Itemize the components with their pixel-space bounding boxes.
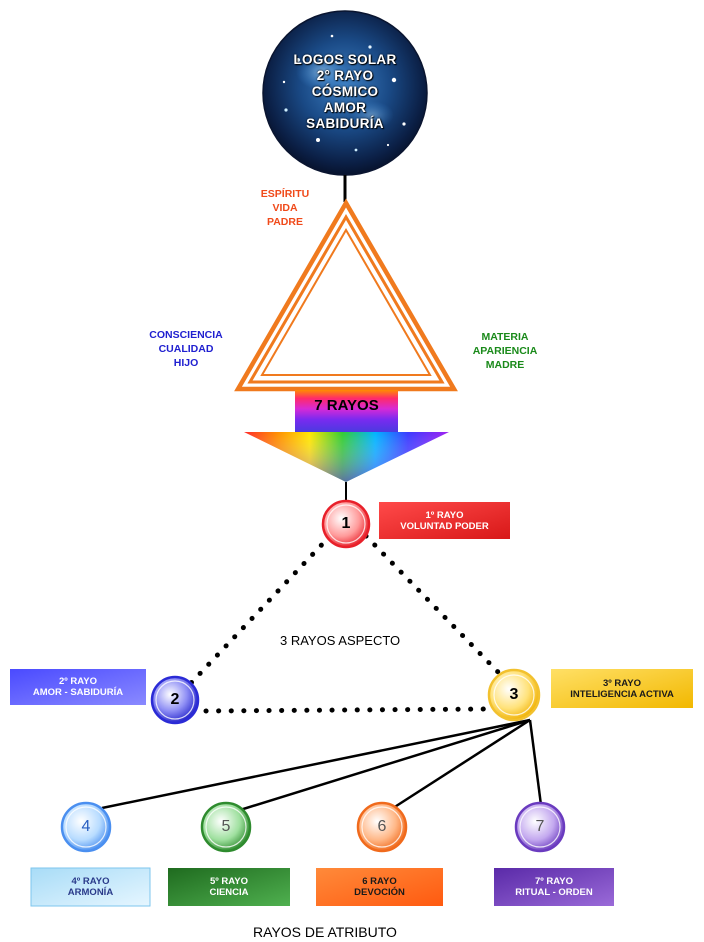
ray-circle-7 — [514, 801, 566, 853]
ray-circle-2 — [150, 675, 200, 725]
ray7-box-bg — [494, 868, 614, 906]
ray-number-6: 6 — [377, 818, 387, 835]
ray3-name: INTELIGENCIA ACTIVA — [570, 688, 674, 700]
attribute-rays-label: RAYOS DE ATRIBUTO — [253, 924, 397, 940]
ray1-name: VOLUNTAD PODER — [400, 520, 489, 532]
consciousness-label: CONSCIENCIA CUALIDAD HIJO — [136, 328, 236, 370]
logos-line-3: CÓSMICO — [311, 84, 379, 99]
ray-circle-4 — [60, 801, 112, 853]
ray2-name: AMOR - SABIDURÍA — [32, 687, 124, 698]
ray3-label-box: 3º RAYO INTELIGENCIA ACTIVA — [551, 669, 693, 708]
ray3-box-bg — [551, 669, 693, 708]
seven-rays-label: 7 RAYOS — [314, 397, 379, 414]
consciousness-line-3: HIJO — [173, 357, 199, 369]
ray5-title: 5º RAYO — [210, 876, 248, 887]
ray1-title: 1º RAYO — [425, 509, 464, 521]
logos-line-2: 2° RAYO — [316, 68, 374, 83]
logos-line-4: AMOR — [323, 100, 367, 115]
aspect-rays-label: 3 RAYOS ASPECTO — [280, 633, 401, 648]
ray4-title: 4º RAYO — [71, 876, 110, 887]
ray7-title: 7º RAYO — [535, 876, 573, 887]
ray5-label-box: 5º RAYO CIENCIA — [168, 868, 290, 906]
ray2-box-bg — [10, 669, 146, 705]
trinity-triangle — [234, 198, 458, 392]
ray7-name: RITUAL - ORDEN — [515, 887, 593, 898]
ray4-label-box: 4º RAYO ARMONÍA — [31, 868, 150, 906]
ray2-title: 2º RAYO — [59, 676, 97, 687]
ray-number-1: 1 — [341, 515, 351, 532]
ray-number-2: 2 — [170, 691, 180, 708]
matter-label: MATERIA APARIENCIA MADRE — [450, 330, 560, 372]
spirit-line-3: PADRE — [267, 216, 303, 228]
ray6-title: 6 RAYO — [362, 876, 397, 887]
matter-line-2: APARIENCIA — [472, 345, 538, 357]
consciousness-line-2: CUALIDAD — [158, 343, 214, 355]
ray1-label-box: 1º RAYO VOLUNTAD PODER — [379, 502, 510, 539]
ray-circle-5 — [200, 801, 252, 853]
ray1-box-bg — [379, 502, 510, 539]
ray5-box-bg — [168, 868, 290, 906]
spirit-label: ESPÍRITU VIDA PADRE — [240, 187, 330, 229]
ray-number-5: 5 — [221, 818, 231, 835]
ray6-label-box: 6 RAYO DEVOCIÓN — [316, 868, 443, 906]
ray6-box-bg — [316, 868, 443, 906]
ray6-name: DEVOCIÓN — [354, 887, 405, 898]
ray7-label-box: 7º RAYO RITUAL - ORDEN — [494, 868, 614, 906]
logos-line-1: LOGOS SOLAR — [293, 52, 397, 67]
logos-line-5: SABIDURÍA — [306, 116, 384, 131]
spirit-line-2: VIDA — [272, 202, 298, 214]
matter-line-1: MATERIA — [481, 331, 529, 343]
ray4-box-bg — [30, 867, 151, 907]
ray-circle-6 — [356, 801, 408, 853]
spirit-line-1: ESPÍRITU — [260, 188, 310, 200]
ray2-label-box: 2º RAYO AMOR - SABIDURÍA — [10, 669, 146, 705]
ray-circle-3 — [487, 668, 541, 722]
seven-rays-arrow — [244, 390, 449, 482]
ray-number-3: 3 — [509, 686, 519, 703]
ray4-name: ARMONÍA — [67, 887, 114, 898]
logos-solar-title: LOGOS SOLAR 2° RAYO CÓSMICO AMOR SABIDUR… — [264, 52, 426, 132]
consciousness-line-1: CONSCIENCIA — [149, 329, 223, 341]
ray-circle-1 — [321, 499, 371, 549]
ray-number-7: 7 — [535, 818, 545, 835]
logos-solar-orb — [262, 10, 428, 176]
ray5-name: CIENCIA — [209, 887, 249, 898]
ray-number-4: 4 — [81, 818, 91, 835]
matter-line-3: MADRE — [485, 359, 525, 371]
aspect-triangle-dotted — [188, 533, 501, 714]
ray3-title: 3º RAYO — [603, 677, 641, 689]
attribute-connector-lines — [101, 718, 543, 812]
